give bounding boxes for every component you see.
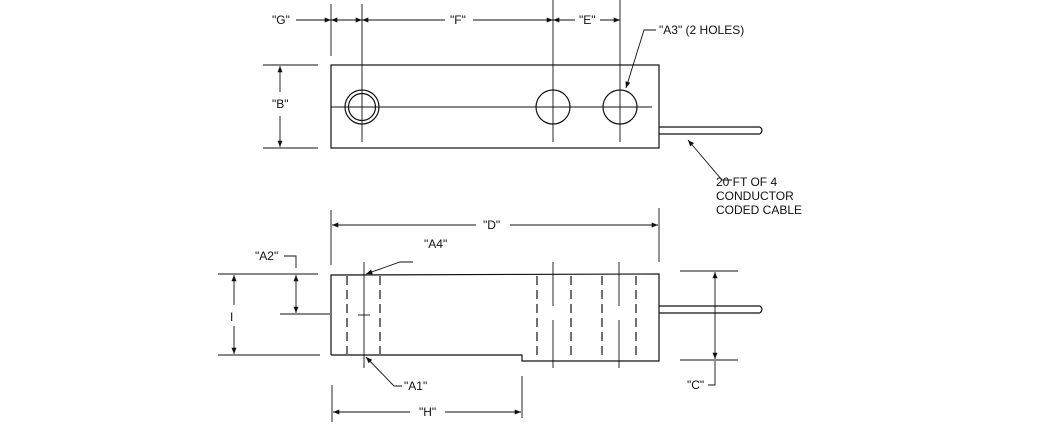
top-view: "G" "F" "E" "A3" (2 HOLES) "B" 20 FT OF … bbox=[263, 0, 802, 217]
dim-c-leader bbox=[708, 361, 716, 386]
dim-a4-label: "A4" bbox=[424, 237, 447, 251]
dim-e-label: "E" bbox=[579, 13, 596, 27]
dim-a1-label: "A1" bbox=[404, 379, 427, 393]
dim-c-label: "C" bbox=[687, 378, 704, 392]
cable-note-line2: CONDUCTOR bbox=[716, 189, 794, 203]
hole-note-leader bbox=[625, 29, 656, 89]
dim-f-label: "F" bbox=[450, 13, 466, 27]
cable-note-line3: CODED CABLE bbox=[716, 203, 802, 217]
dim-h-label: "H" bbox=[419, 405, 436, 419]
dim-g-label: "G" bbox=[272, 13, 290, 27]
cable-top-view bbox=[659, 126, 763, 135]
cable-note-line1: 20 FT OF 4 bbox=[716, 175, 777, 189]
dim-a4-leader bbox=[365, 261, 413, 275]
cable-side-view bbox=[659, 305, 763, 314]
dim-a1-leader bbox=[365, 356, 402, 387]
dim-a2-leader bbox=[284, 255, 297, 268]
cable-note-leader bbox=[687, 139, 732, 181]
dim-a2-label: "A2" bbox=[255, 249, 278, 263]
dim-i-label: I bbox=[230, 310, 233, 324]
hole-note-a3: "A3" (2 HOLES) bbox=[659, 23, 744, 37]
side-view-body bbox=[330, 273, 660, 362]
top-view-body bbox=[330, 64, 660, 149]
dim-d-label: "D" bbox=[483, 218, 500, 232]
side-view: "D" "A2" I "A4" "A1" bbox=[218, 208, 763, 422]
dim-b-label: "B" bbox=[272, 97, 289, 111]
